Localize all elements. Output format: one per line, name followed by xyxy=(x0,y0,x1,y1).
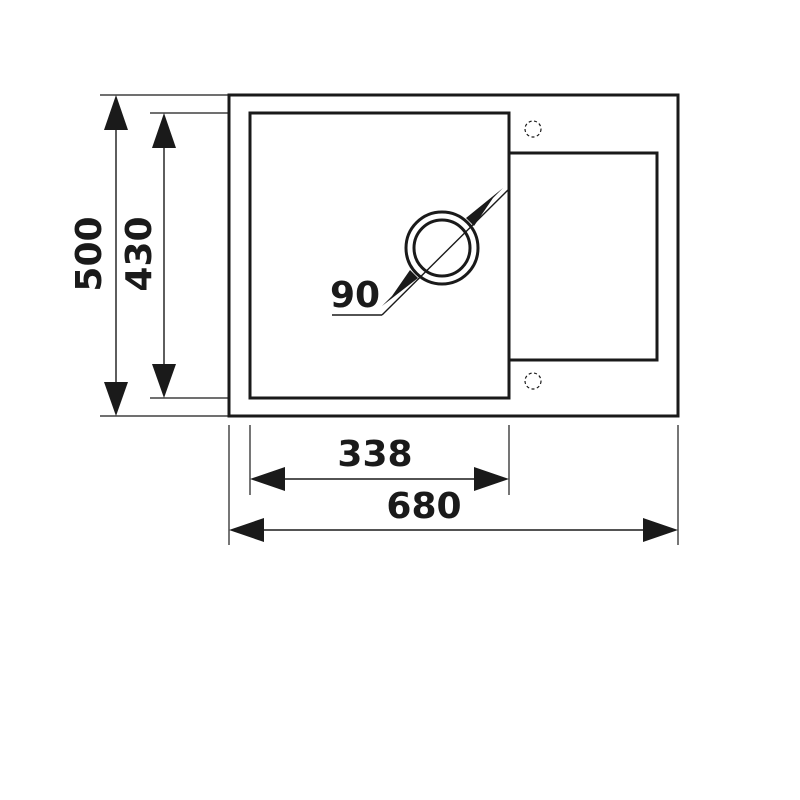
drain-arrow-top xyxy=(466,188,503,226)
drain-diameter-leader xyxy=(381,187,511,316)
bowl-width-arrow-right xyxy=(474,467,509,491)
overall-height-label: 500 xyxy=(69,216,110,291)
overall-width-arrow-left xyxy=(229,518,264,542)
drain-outer-icon xyxy=(404,210,480,286)
bowl-width-arrow-left xyxy=(250,467,285,491)
drain-inner-icon xyxy=(412,218,472,278)
bowl-width-label: 338 xyxy=(337,434,412,475)
drainer-outline xyxy=(509,151,659,362)
sink-outer-outline xyxy=(227,93,680,418)
overall-width-arrow-right xyxy=(643,518,678,542)
bowl-height-arrow-bottom xyxy=(152,364,176,398)
bowl-height-label: 430 xyxy=(119,216,160,291)
bowl-height-arrow-top xyxy=(152,113,176,148)
drain-arrow-bottom xyxy=(382,270,418,306)
overall-width-label: 680 xyxy=(386,486,461,527)
overall-height-arrow-bottom xyxy=(104,382,128,416)
tap-hole-bottom-icon xyxy=(524,372,542,390)
drain-diameter-label: 90 xyxy=(330,275,380,316)
tap-hole-top-icon xyxy=(524,120,542,138)
bowl-outline xyxy=(248,111,511,400)
overall-height-arrow-top xyxy=(104,95,128,130)
